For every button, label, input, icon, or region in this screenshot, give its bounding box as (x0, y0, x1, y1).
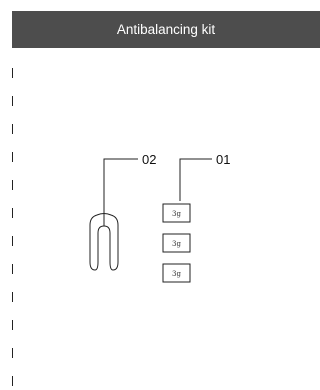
tool-callout-number: 02 (142, 152, 156, 167)
weight-label: 3g (172, 240, 181, 248)
weight-item: 3g (162, 233, 191, 253)
weights-callout-number: 01 (216, 152, 230, 167)
weight-label: 3g (172, 270, 181, 278)
weight-label: 3g (172, 210, 181, 218)
page-title: Antibalancing kit (12, 11, 320, 48)
weight-item: 3g (162, 203, 191, 223)
weight-item: 3g (162, 263, 191, 283)
weights-leader-line (179, 158, 212, 201)
fork-tool-icon (89, 212, 119, 271)
tool-leader-line (103, 158, 138, 212)
